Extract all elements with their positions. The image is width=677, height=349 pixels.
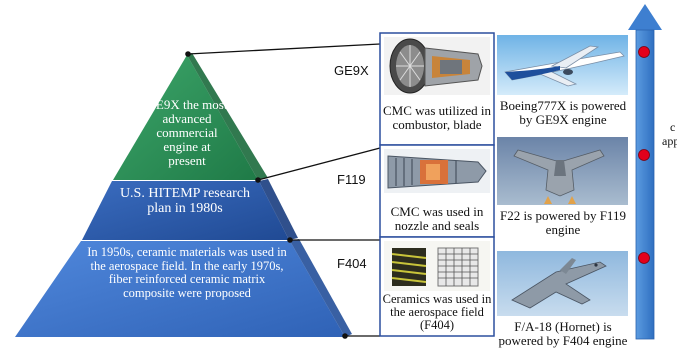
engine-label-ge9x: GE9X <box>334 63 369 78</box>
engine-label-f404: F404 <box>337 256 367 271</box>
pyramid-middle-text: U.S. HITEMP research plan in 1980s <box>119 186 251 217</box>
pyramid-tier-bottom <box>15 241 345 337</box>
aircraft-caption-f22: F22 is powered by F119 engine <box>500 208 626 237</box>
timeline-marker-ge9x <box>638 46 650 58</box>
arrow-label-line-1: c <box>670 120 676 134</box>
aircraft-caption-fa18: F/A-18 (Hornet) is powered by F404 engin… <box>498 319 628 348</box>
component-caption-f119: CMC was used in nozzle and seals <box>390 204 484 233</box>
timeline-marker-f119 <box>638 149 650 161</box>
pyramid-tier-top <box>113 55 258 180</box>
engine-label-f119: F119 <box>337 172 366 187</box>
connector-f404-dot <box>287 237 293 243</box>
pyramid-side-top <box>187 53 268 180</box>
pyramid-side-bottom <box>290 239 352 337</box>
ge9x-engine-image <box>384 37 490 95</box>
boeing777x-image <box>497 35 628 95</box>
timeline-marker-f404 <box>638 252 650 264</box>
f404-ceramics-image <box>384 241 490 291</box>
connector-ge9x-dot <box>185 51 191 57</box>
connector-bottom-dot <box>342 333 348 339</box>
arrow-label-line-2: app <box>662 134 677 148</box>
aircraft-caption-boeing777x: Boeing777X is powered by GE9X engine <box>499 98 627 127</box>
pyramid-tier-middle <box>82 181 289 240</box>
f119-engine-image <box>384 149 490 193</box>
connector-ge9x <box>187 43 381 55</box>
pyramid-bottom-text: In 1950s, ceramic materials was used in … <box>87 245 287 300</box>
component-caption-ge9x: CMC was utilized in combustor, blade <box>383 103 491 132</box>
f22-image <box>497 137 628 205</box>
pyramid-side-middle <box>259 179 298 240</box>
component-caption-f404: Ceramics was used in the aerospace field… <box>382 292 492 333</box>
pyramid-top-text: GE9X the most advanced commercial engine… <box>146 97 228 169</box>
fa18-image <box>497 251 628 316</box>
connector-f119 <box>257 147 381 181</box>
connector-f119-dot <box>255 177 261 183</box>
